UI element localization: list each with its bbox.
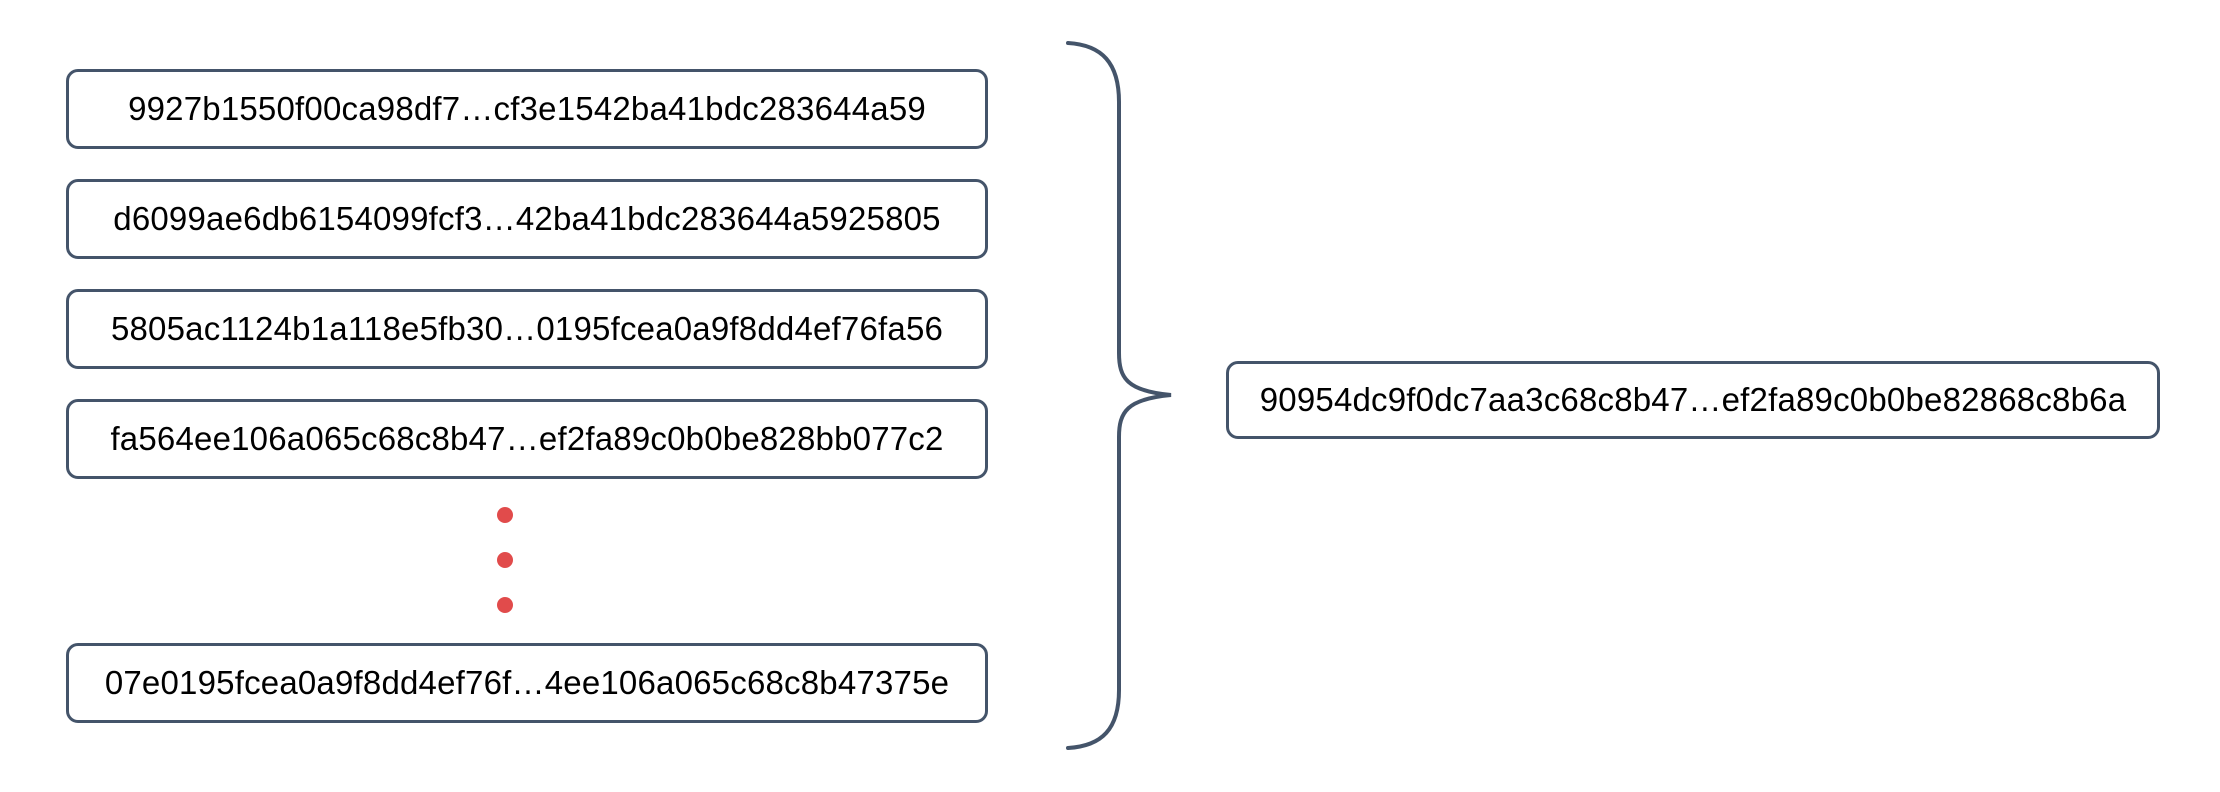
input-hash-box-5: 07e0195fcea0a9f8dd4ef76f…4ee106a065c68c8… <box>66 643 988 723</box>
input-hash-text-4: fa564ee106a065c68c8b47…ef2fa89c0b0be828b… <box>110 420 944 457</box>
input-hash-text-5: 07e0195fcea0a9f8dd4ef76f…4ee106a065c68c8… <box>104 664 950 701</box>
output-hash-box: 90954dc9f0dc7aa3c68c8b47…ef2fa89c0b0be82… <box>1226 361 2160 439</box>
curly-brace-path <box>1066 41 1172 750</box>
input-hash-box-4: fa564ee106a065c68c8b47…ef2fa89c0b0be828b… <box>66 399 988 479</box>
ellipsis-dot <box>497 552 513 568</box>
ellipsis-dot <box>497 507 513 523</box>
input-hash-text-1: 9927b1550f00ca98df7…cf3e1542ba41bdc28364… <box>128 90 926 127</box>
input-hash-box-1: 9927b1550f00ca98df7…cf3e1542ba41bdc28364… <box>66 69 988 149</box>
output-hash-text: 90954dc9f0dc7aa3c68c8b47…ef2fa89c0b0be82… <box>1259 381 2127 418</box>
input-hash-text-2: d6099ae6db6154099fcf3…42ba41bdc283644a59… <box>113 200 941 237</box>
input-hash-box-2: d6099ae6db6154099fcf3…42ba41bdc283644a59… <box>66 179 988 259</box>
input-hash-box-3: 5805ac1124b1a118e5fb30…0195fcea0a9f8dd4e… <box>66 289 988 369</box>
vertical-ellipsis-dots <box>497 507 513 613</box>
ellipsis-dot <box>497 597 513 613</box>
input-hash-text-3: 5805ac1124b1a118e5fb30…0195fcea0a9f8dd4e… <box>110 310 944 347</box>
